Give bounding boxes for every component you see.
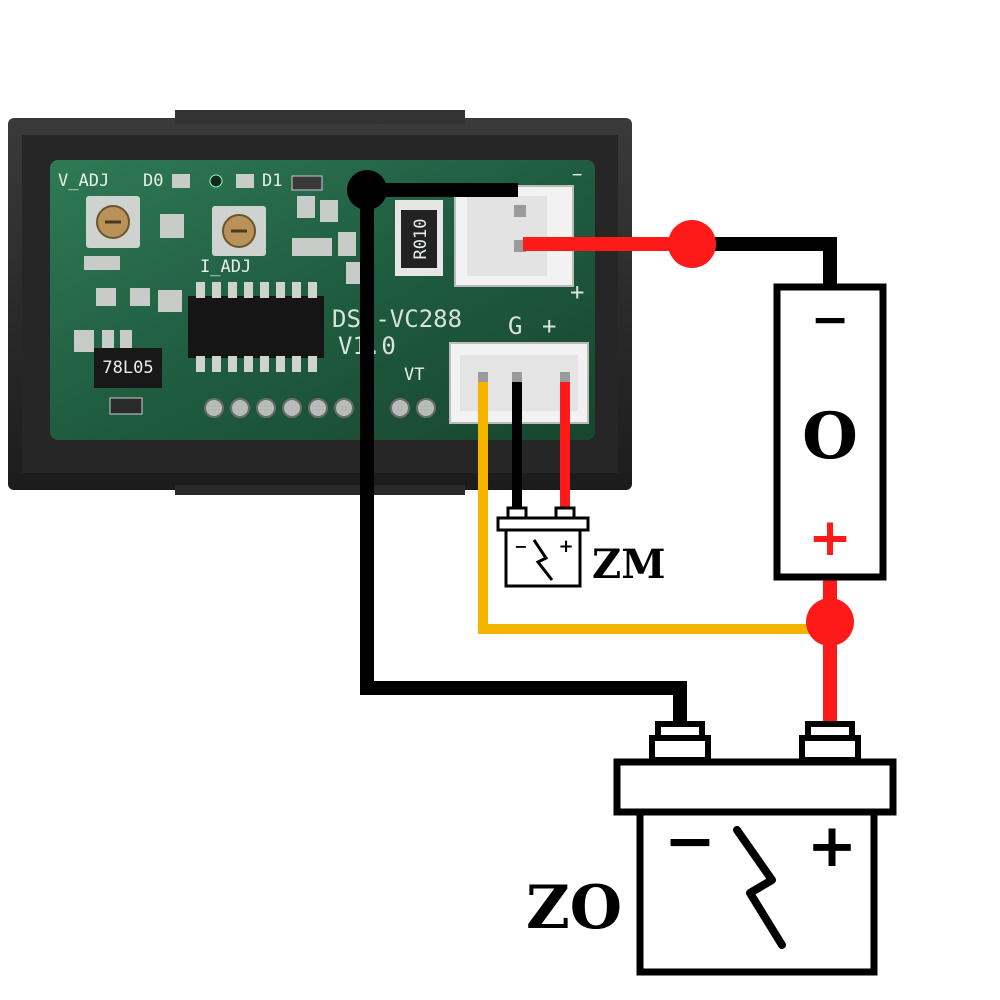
smd-pad-2 (130, 288, 150, 306)
label-vt: VT (404, 365, 424, 385)
smd-c2 (84, 256, 120, 270)
smd-pad-1 (96, 288, 116, 306)
ic-chip (188, 296, 324, 358)
regulator-leg-2 (120, 330, 132, 352)
connector-current-inner (467, 196, 547, 276)
regulator-chip (94, 348, 162, 388)
label-d0: D0 (143, 171, 163, 191)
smd-d1 (236, 174, 254, 188)
smd-transistor (109, 397, 143, 415)
label-plus-top: + (570, 278, 584, 306)
label-d1: D1 (262, 171, 282, 191)
smd-c1 (160, 214, 184, 238)
wire-load-negative (692, 237, 837, 290)
smd-c4 (320, 200, 338, 222)
smd-pad-3 (158, 290, 182, 312)
wire-ground-main (360, 183, 687, 725)
zm-name: ZM (592, 541, 665, 588)
label-v-adj: V_ADJ (58, 171, 109, 191)
zo-terminal-neg-base (649, 735, 711, 763)
smd-c5 (292, 238, 332, 256)
wires (360, 183, 837, 725)
smd-c7 (346, 262, 364, 284)
connector-power-pin-3 (560, 372, 570, 382)
zo-plus-label: + (807, 811, 857, 881)
zm-bolt-icon (532, 539, 554, 581)
zm-plus-label: + (558, 536, 573, 557)
module-top-tab (175, 110, 465, 124)
ic-pins (196, 282, 317, 372)
zo-lid (613, 758, 897, 816)
smd-d0 (172, 174, 190, 188)
junction-positive (806, 598, 854, 646)
load-minus-label: − (811, 292, 850, 346)
solder-pads (204, 398, 436, 418)
meter-module: V_ADJ D0 D1 I_ADJ R010 (8, 110, 632, 495)
smd-c3 (297, 196, 315, 218)
zm-minus-label: − (514, 537, 527, 556)
label-minus-top: − (572, 165, 582, 185)
smd-r1 (291, 175, 323, 191)
main-battery: − + ZO (526, 721, 897, 976)
zo-name: ZO (526, 873, 622, 943)
label-plus-mid: + (542, 312, 556, 340)
mounting-hole (209, 174, 223, 188)
connector-power-pin-2 (512, 372, 522, 382)
shunt-resistor-body (401, 210, 437, 268)
meter-battery: − + ZM (496, 506, 665, 588)
label-resistor: R010 (411, 219, 431, 260)
module-bottom-tab (175, 485, 465, 495)
load-body (773, 283, 887, 581)
label-model: DSN-VC288 (332, 305, 462, 333)
regulator-leg-1 (102, 330, 114, 352)
wire-yellow (478, 382, 830, 634)
zo-minus-label: − (664, 804, 716, 877)
zo-bolt-icon (733, 826, 786, 949)
junction-shunt (668, 220, 716, 268)
load-element: − O + (773, 283, 887, 581)
load-plus-label: + (808, 508, 852, 568)
connector-current-pin-1 (514, 205, 526, 217)
zo-terminal-pos-base (799, 735, 861, 763)
label-g: G (508, 312, 522, 340)
load-name: O (802, 399, 858, 474)
label-regulator: 78L05 (102, 358, 153, 378)
junction-ground (347, 170, 387, 210)
connector-power-pin-1 (478, 372, 488, 382)
label-i-adj: I_ADJ (200, 257, 251, 277)
zm-top (496, 516, 590, 532)
smd-c6 (338, 232, 356, 256)
regulator-tab (74, 330, 94, 352)
